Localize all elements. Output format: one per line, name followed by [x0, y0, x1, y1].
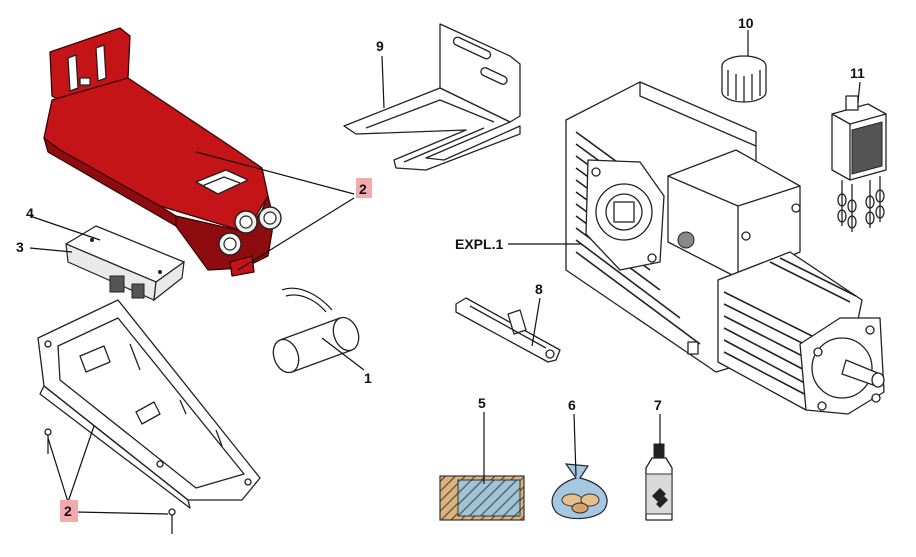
- part-label-10: 10: [738, 15, 754, 31]
- cable-gland: [218, 232, 242, 256]
- part-label-11: 11: [850, 65, 865, 81]
- oil-bottle: [645, 443, 673, 521]
- capacitor: [272, 287, 360, 374]
- cable-gland: [234, 210, 258, 234]
- control-unit-housing: [43, 27, 282, 277]
- leader-lines: [29, 30, 861, 515]
- parts-bag: [551, 463, 608, 520]
- cable-gland: [258, 206, 282, 230]
- part-label-7: 7: [654, 397, 662, 413]
- label-highlight: [60, 500, 78, 522]
- part-label-2-top: 2: [359, 181, 367, 197]
- screw: [44, 428, 52, 454]
- part-label-2-bottom: 2: [64, 503, 72, 519]
- part-label-8: 8: [535, 281, 543, 297]
- part-label-4: 4: [26, 205, 34, 221]
- part-label-1: 1: [364, 370, 372, 386]
- screw: [168, 508, 176, 534]
- release-lever: [455, 297, 561, 363]
- mounting-bracket: [343, 23, 521, 171]
- part-label-5: 5: [478, 395, 486, 411]
- label-highlight: [356, 178, 372, 198]
- base-tray: [37, 299, 261, 509]
- limit-switch-assembly: [831, 95, 887, 232]
- part-label-6: 6: [568, 397, 576, 413]
- filter-pad: [439, 475, 525, 521]
- part-label-3: 3: [16, 239, 24, 255]
- part-label-expl-1: EXPL.1: [455, 236, 503, 252]
- gear-motor: [565, 81, 885, 415]
- circuit-board: [65, 225, 185, 302]
- part-label-9: 9: [376, 38, 384, 54]
- pinion-gear: [721, 55, 767, 103]
